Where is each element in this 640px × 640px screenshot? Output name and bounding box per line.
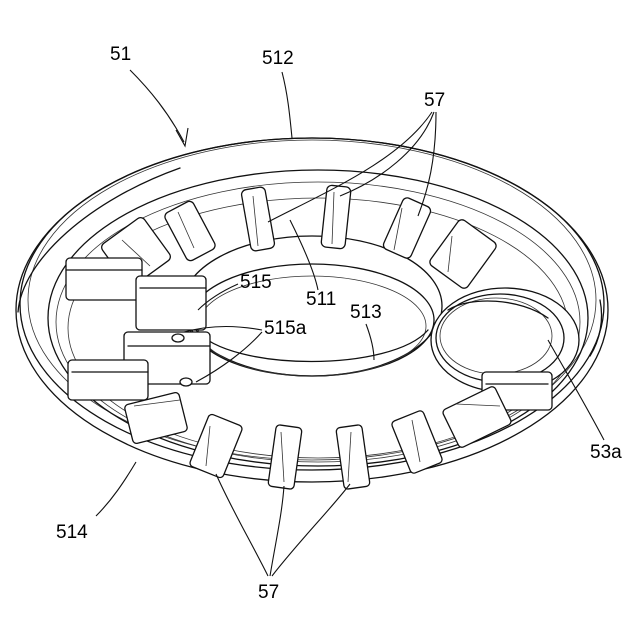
window-53a xyxy=(431,288,579,410)
left-blocks xyxy=(66,258,210,400)
label-512: 512 xyxy=(262,48,294,69)
leader-511 xyxy=(290,220,318,290)
label-513: 513 xyxy=(350,302,382,323)
label-515a: 515a xyxy=(264,318,307,339)
label-51: 51 xyxy=(110,44,131,65)
label-57-top: 57 xyxy=(424,90,445,111)
label-57-bottom: 57 xyxy=(258,582,279,603)
leader-51 xyxy=(130,70,184,142)
label-53a: 53a xyxy=(590,442,622,463)
label-514: 514 xyxy=(56,522,88,543)
leader-512 xyxy=(282,72,292,138)
label-515: 515 xyxy=(240,272,272,293)
label-511: 511 xyxy=(306,289,336,310)
leader-57-bottom-a xyxy=(216,474,268,576)
leader-57-bottom-c xyxy=(272,484,350,576)
leader-57-bottom-b xyxy=(270,486,284,576)
leader-514 xyxy=(96,462,136,516)
leader-513 xyxy=(366,324,374,360)
